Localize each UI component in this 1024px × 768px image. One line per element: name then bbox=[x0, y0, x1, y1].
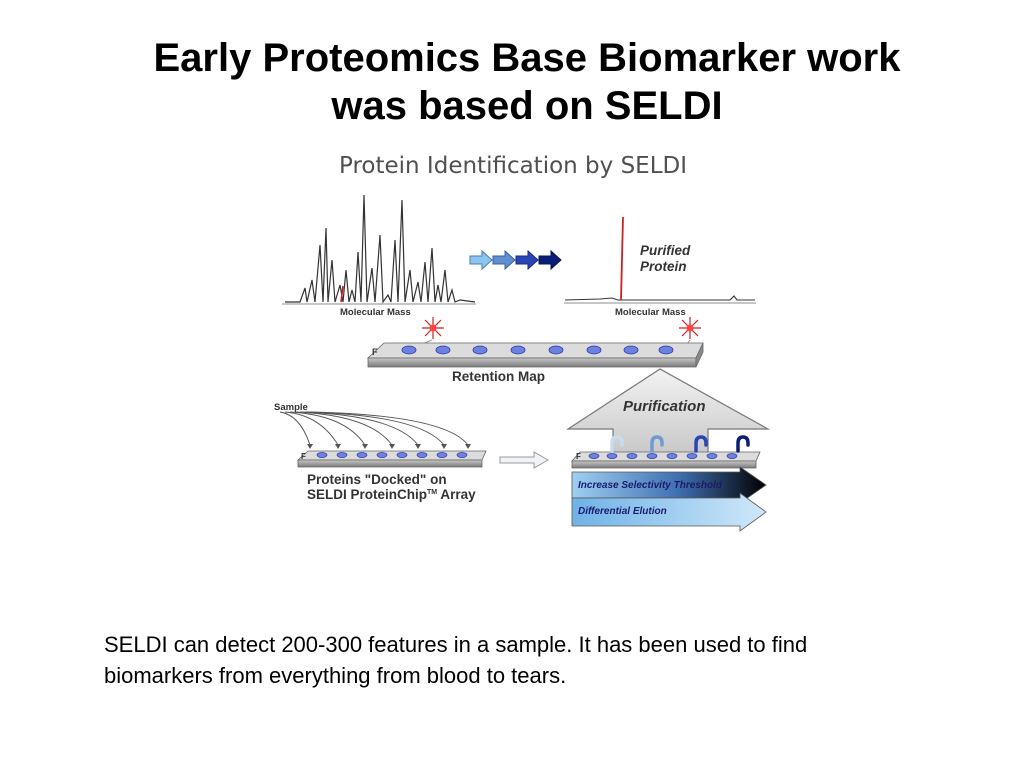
purified-label-line-1: Purified bbox=[640, 243, 691, 258]
caption-line-1: SELDI can detect 200-300 features in a s… bbox=[104, 632, 808, 657]
slide-caption: SELDI can detect 200-300 features in a s… bbox=[104, 629, 964, 691]
elution-label: Differential Elution bbox=[578, 506, 667, 517]
selectivity-label: Increase Selectivity Threshold bbox=[578, 480, 723, 491]
docked-to-purification-arrow bbox=[499, 451, 550, 469]
molecular-mass-label-left: Molecular Mass bbox=[340, 307, 411, 318]
seldi-diagram-svg: Protein Identification by SELDI Molecula… bbox=[274, 153, 771, 532]
complex-spectrum: Molecular Mass bbox=[282, 194, 476, 318]
docked-label-line-2: SELDI ProteinChipTM Array bbox=[307, 487, 476, 502]
diagram-title: Protein Identification by SELDI bbox=[339, 153, 687, 179]
molecular-mass-label-right: Molecular Mass bbox=[615, 307, 686, 318]
complex-spectrum-red-peak bbox=[340, 285, 344, 303]
laser-burst-right bbox=[679, 317, 701, 339]
docked-label-line-1: Proteins "Docked" on bbox=[307, 472, 447, 487]
purified-red-peak bbox=[620, 216, 624, 301]
retention-map-label: Retention Map bbox=[452, 369, 545, 384]
caption-line-2: biomarkers from everything from blood to… bbox=[104, 663, 567, 688]
sample-label: Sample bbox=[274, 402, 308, 413]
docked-chip: F Proteins "Docked" on SELDI ProteinChip… bbox=[296, 450, 487, 502]
slide-title-line-1: Early Proteomics Base Biomarker work bbox=[153, 36, 901, 80]
differential-elution-arrow: Differential Elution bbox=[571, 492, 767, 532]
slide-title-line-2: was based on SELDI bbox=[331, 84, 723, 128]
laser-burst-left bbox=[422, 317, 444, 339]
purified-spectrum: Molecular Mass Purified Protein bbox=[564, 216, 756, 318]
purified-label-line-2: Protein bbox=[640, 259, 687, 274]
purification-label: Purification bbox=[623, 398, 706, 415]
svg-text:F: F bbox=[372, 347, 378, 357]
svg-text:F: F bbox=[301, 452, 306, 461]
purification-chip: F bbox=[571, 435, 761, 469]
slide-title: Early Proteomics Base Biomarker work was… bbox=[62, 34, 992, 130]
retention-map-chip: F Retention Map bbox=[366, 342, 704, 384]
sample-section: Sample bbox=[274, 402, 471, 449]
process-arrows bbox=[469, 249, 562, 271]
seldi-diagram: Protein Identification by SELDI Molecula… bbox=[260, 140, 780, 540]
svg-text:F: F bbox=[576, 452, 581, 461]
